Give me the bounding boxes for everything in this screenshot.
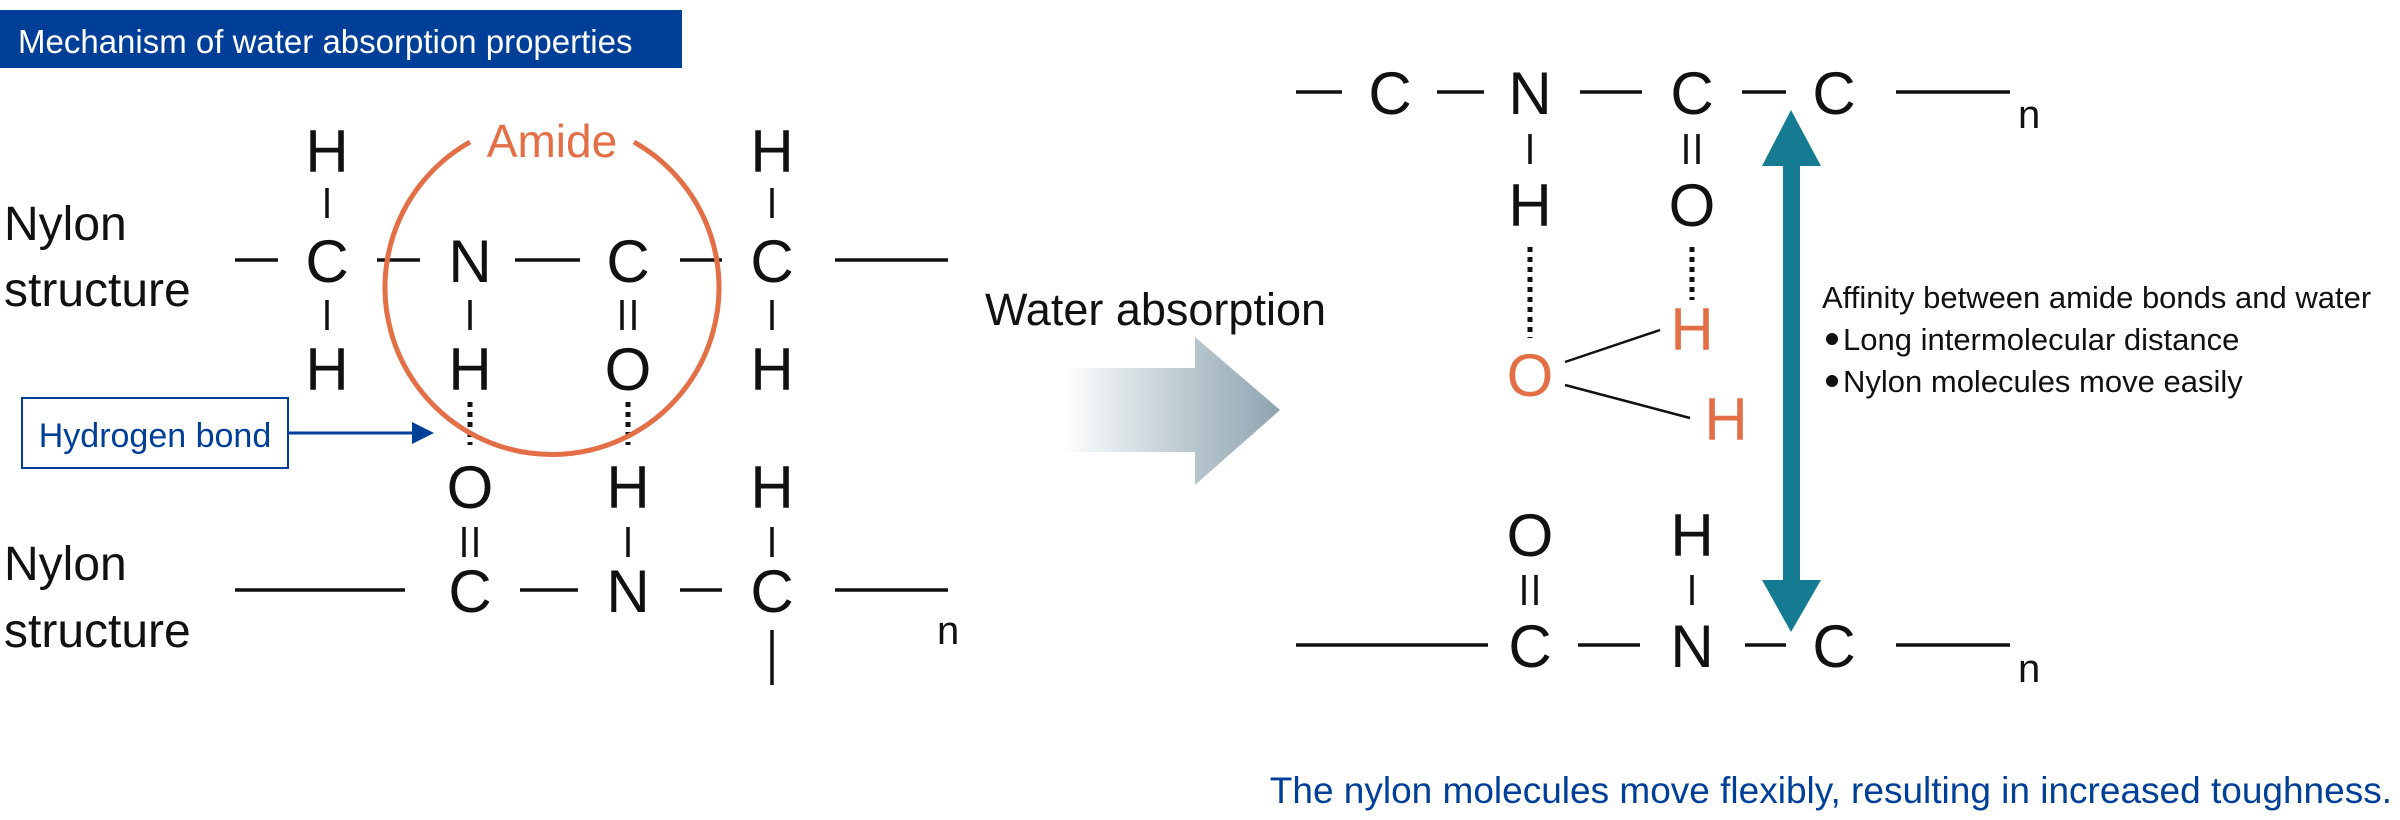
atom-hydrogen: H [750, 336, 793, 403]
affinity-heading: Affinity between amide bonds and water [1822, 280, 2371, 315]
atom-oxygen: O [447, 454, 494, 521]
bullet-dot [1826, 375, 1838, 387]
water-absorption-label: Water absorption [985, 284, 1326, 335]
atom-oxygen: O [1507, 502, 1554, 569]
atom-carbon: C [1368, 60, 1411, 127]
intermolecular-distance-arrow [1762, 110, 1821, 632]
atom-carbon: C [750, 558, 793, 625]
subscript-n: n [937, 609, 959, 653]
nylon-structure-top-label-line1: Nylon [4, 198, 127, 251]
atom-carbon: C [1812, 60, 1855, 127]
atom-nitrogen: N [448, 228, 491, 295]
atom-carbon: C [448, 558, 491, 625]
amide-label: Amide [487, 115, 617, 167]
distance-arrow-head-top [1762, 110, 1821, 166]
atom-hydrogen: H [305, 336, 348, 403]
left-top-chain: C N C C H H H O H H [235, 118, 948, 403]
conclusion-text: The nylon molecules move flexibly, resul… [1270, 770, 2392, 811]
affinity-bullet-2: Nylon molecules move easily [1843, 364, 2243, 399]
left-bottom-chain: O H H C N C n [235, 454, 959, 685]
nylon-structure-bottom-label-line2: structure [4, 605, 191, 658]
right-bottom-chain: O H C N C n [1296, 502, 2040, 691]
water-hydrogen-atom: H [1670, 296, 1713, 363]
atom-carbon: C [606, 228, 649, 295]
water-hydrogen-atom: H [1704, 386, 1747, 453]
amide-highlight: Amide [382, 115, 722, 457]
atom-carbon: C [1670, 60, 1713, 127]
hydrogen-bond-callout: Hydrogen bond [21, 397, 434, 469]
hydrogen-bond-label-box [21, 397, 289, 469]
atom-hydrogen: H [606, 454, 649, 521]
atom-oxygen: O [1669, 172, 1716, 239]
atom-nitrogen: N [1670, 613, 1713, 680]
subscript-n: n [2018, 647, 2040, 691]
atom-carbon: C [1508, 613, 1551, 680]
atom-nitrogen: N [1508, 60, 1551, 127]
water-bond [1564, 328, 1661, 364]
affinity-bullet-1: Long intermolecular distance [1843, 322, 2239, 357]
hydrogen-bond-pointer-arrowhead [412, 422, 434, 444]
water-absorption-arrow [1063, 337, 1280, 485]
atom-hydrogen: H [750, 454, 793, 521]
hydrogen-bond-label: Hydrogen bond [39, 417, 272, 455]
title-banner: Mechanism of water absorption properties [0, 10, 682, 68]
bullet-dot [1826, 333, 1838, 345]
water-oxygen-atom: O [1507, 342, 1554, 409]
atom-nitrogen: N [606, 558, 649, 625]
nylon-structure-bottom-label-line1: Nylon [4, 538, 127, 591]
atom-carbon: C [1812, 613, 1855, 680]
atom-carbon: C [750, 228, 793, 295]
distance-arrow-shaft [1783, 158, 1800, 588]
atom-hydrogen: H [448, 336, 491, 403]
atom-hydrogen: H [750, 118, 793, 185]
nylon-structure-top-label-line2: structure [4, 264, 191, 317]
subscript-n: n [2018, 93, 2040, 137]
water-bond [1564, 383, 1691, 420]
water-molecule: O H H [1507, 296, 1748, 453]
atom-hydrogen: H [1508, 172, 1551, 239]
atom-hydrogen: H [1670, 502, 1713, 569]
atom-hydrogen: H [305, 118, 348, 185]
atom-carbon: C [305, 228, 348, 295]
title-text: Mechanism of water absorption properties [18, 23, 632, 60]
title-banner-background [0, 10, 682, 68]
right-top-chain: C N C C n H O [1296, 60, 2040, 239]
affinity-explanation: Affinity between amide bonds and water L… [1822, 280, 2371, 399]
amide-circle [382, 139, 722, 457]
atom-oxygen: O [605, 336, 652, 403]
distance-arrow-head-bottom [1762, 580, 1821, 632]
